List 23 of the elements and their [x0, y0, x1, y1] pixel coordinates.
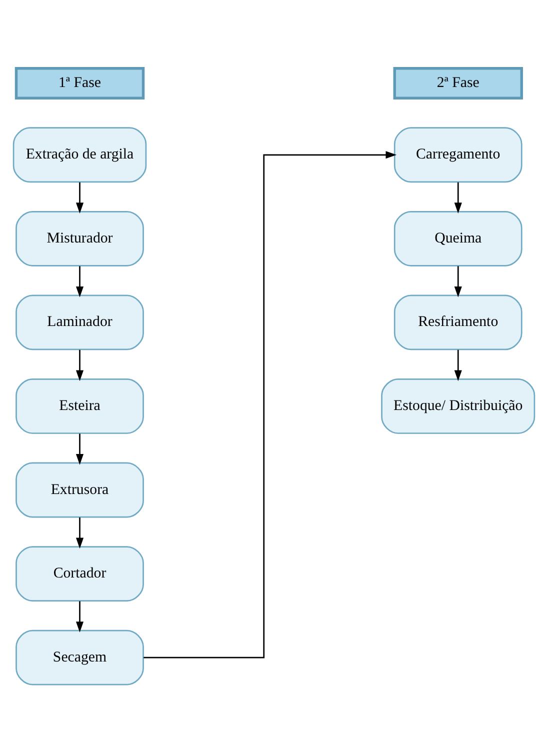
arrow: [454, 182, 462, 214]
node-box: Cortador: [16, 546, 144, 602]
arrow: [76, 182, 84, 214]
node-box: Misturador: [16, 210, 144, 266]
arrow: [454, 266, 462, 298]
arrow: [454, 350, 462, 382]
arrow: [76, 266, 84, 298]
node-box: Resfriamento: [394, 294, 522, 350]
node-box: 1ª Fase: [14, 67, 145, 100]
node-box: Estoque/ Distribuição: [381, 378, 536, 434]
node-box: Secagem: [16, 630, 144, 686]
arrow: [76, 434, 84, 465]
node-box: 2ª Fase: [393, 67, 523, 100]
node-box: Esteira: [16, 378, 144, 434]
arrow: [76, 350, 84, 382]
node-box: Carregamento: [394, 127, 522, 183]
node-box: Extrusora: [16, 462, 144, 518]
node-box: Extração de argila: [12, 127, 147, 183]
arrow: [76, 517, 84, 549]
arrow: [76, 601, 84, 632]
node-box: Laminador: [16, 294, 144, 350]
arrow: [144, 151, 397, 658]
node-box: Queima: [394, 210, 522, 266]
